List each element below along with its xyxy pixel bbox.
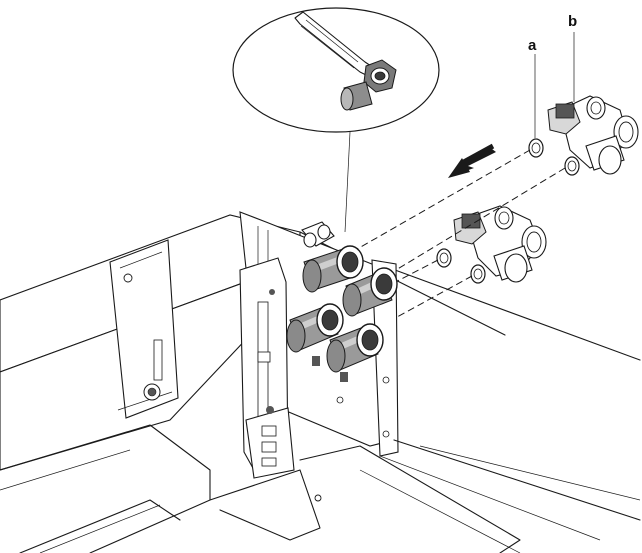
- washer-lower-2: [470, 264, 486, 284]
- callout-b-label: b: [568, 13, 578, 30]
- upper-valve-assembly: [547, 95, 639, 175]
- wrench-icon: [294, 11, 397, 111]
- detail-magnifier: [232, 7, 440, 233]
- washer-upper-2: [564, 156, 580, 176]
- lower-valve-assembly: [453, 205, 547, 283]
- pipe-connections: [286, 245, 398, 373]
- washer-a-upper: [528, 138, 544, 158]
- base-panel: [0, 406, 641, 553]
- washer-lower-1: [436, 248, 452, 268]
- arrow-left-down-icon: [448, 143, 496, 178]
- callout-a-label: a: [528, 37, 537, 54]
